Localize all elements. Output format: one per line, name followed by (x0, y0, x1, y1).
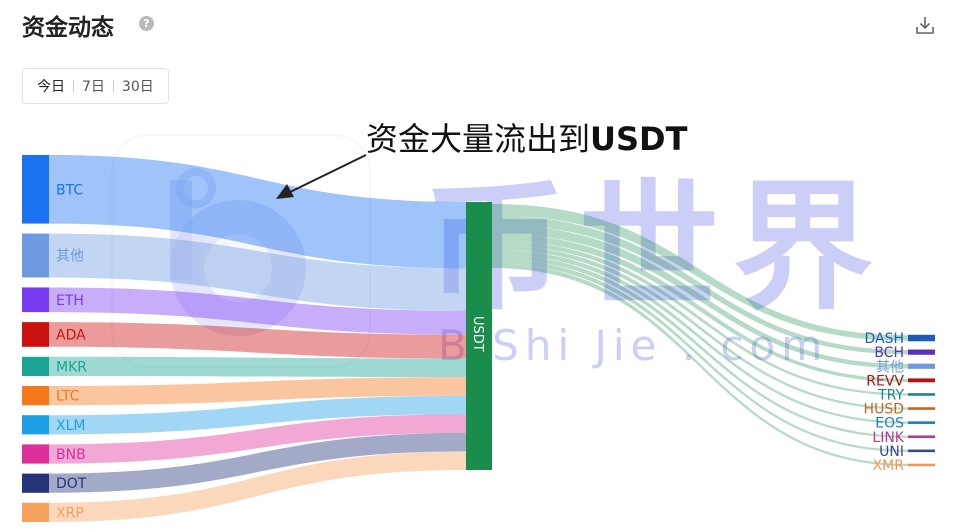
link-dot-usdt[interactable] (49, 432, 466, 493)
source-nodes: BTC 其他 ETH ADA MKR LTC XLM BNB DOT XRP (22, 155, 87, 522)
source-links (49, 155, 466, 522)
link-ada-usdt[interactable] (49, 322, 466, 359)
tab-divider (112, 80, 114, 92)
source-node-ada[interactable] (22, 322, 49, 347)
source-label-mkr: MKR (56, 359, 87, 375)
source-label-bnb: BNB (56, 447, 86, 463)
target-links (492, 204, 908, 467)
target-label-husd: HUSD (864, 402, 904, 418)
link-btc-usdt[interactable] (49, 155, 466, 269)
hub-label: USDT (470, 316, 485, 352)
target-label-link: LINK (872, 430, 904, 446)
link-bnb-usdt[interactable] (49, 414, 466, 464)
link-usdt-husd[interactable] (492, 245, 908, 410)
target-node-link[interactable] (908, 435, 935, 439)
tab-divider (73, 80, 74, 92)
target-label-uni: UNI (879, 444, 904, 460)
time-range-tabs: 今日 7日 30日 (22, 68, 169, 104)
target-label-other: 其他 (876, 359, 904, 375)
source-node-xrp[interactable] (22, 502, 49, 522)
link-usdt-try[interactable] (492, 240, 908, 396)
annotation: 资金大量流出到USDT (276, 120, 688, 199)
link-usdt-xmr[interactable] (492, 263, 908, 467)
source-node-mkr[interactable] (22, 356, 49, 377)
link-usdt-link[interactable] (492, 254, 908, 438)
source-label-ada: ADA (56, 327, 86, 343)
annotation-arrow (285, 154, 367, 195)
link-xlm-usdt[interactable] (49, 395, 466, 435)
svg-text:资金大量流出到USDT: 资金大量流出到USDT (366, 120, 688, 158)
target-node-try[interactable] (908, 393, 935, 396)
link-usdt-revv[interactable] (492, 233, 908, 382)
annotation-text: 资金大量流出到 (366, 120, 590, 158)
link-mkr-usdt[interactable] (49, 356, 466, 378)
source-node-xlm[interactable] (22, 415, 49, 435)
tab-today[interactable]: 今日 (37, 79, 65, 95)
target-label-dash: DASH (864, 331, 904, 347)
link-usdt-bch[interactable] (492, 215, 908, 355)
link-usdt-uni[interactable] (492, 258, 908, 452)
source-label-xrp: XRP (56, 505, 84, 521)
link-usdt-eos[interactable] (492, 249, 908, 424)
source-label-eth: ETH (56, 293, 84, 309)
source-node-bnb[interactable] (22, 444, 49, 464)
tab-7d[interactable]: 7日 (82, 79, 105, 95)
target-node-dash[interactable] (908, 334, 935, 342)
link-ltc-usdt[interactable] (49, 377, 466, 406)
source-label-xlm: XLM (56, 418, 85, 434)
target-label-xmr: XMR (873, 458, 905, 474)
target-node-bch[interactable] (908, 349, 935, 355)
source-label-other: 其他 (56, 249, 84, 265)
source-node-eth[interactable] (22, 287, 49, 313)
target-node-husd[interactable] (908, 407, 935, 410)
target-node-revv[interactable] (908, 378, 935, 383)
link-eth-usdt[interactable] (49, 287, 466, 335)
source-node-dot[interactable] (22, 473, 49, 493)
link-usdt-dash[interactable] (492, 204, 908, 341)
download-icon[interactable] (914, 14, 936, 36)
annotation-highlight: USDT (590, 120, 688, 158)
help-icon[interactable]: ? (139, 16, 154, 31)
target-node-eos[interactable] (908, 421, 935, 424)
target-label-try: TRY (877, 387, 904, 403)
page-title: 资金动态 (22, 15, 114, 41)
tab-30d[interactable]: 30日 (121, 79, 154, 95)
link-other-usdt[interactable] (49, 233, 466, 311)
target-label-bch: BCH (874, 345, 904, 361)
source-node-other[interactable] (22, 233, 49, 278)
target-node-other[interactable] (908, 363, 935, 369)
target-label-revv: REVV (866, 373, 904, 389)
source-label-ltc: LTC (56, 389, 80, 405)
hub-node-usdt[interactable] (466, 202, 492, 470)
target-node-xmr[interactable] (908, 463, 935, 467)
target-node-uni[interactable] (908, 449, 935, 453)
watermark-brand-cn: 币世界 (425, 167, 887, 330)
link-xrp-usdt[interactable] (49, 451, 466, 522)
source-label-btc: BTC (56, 182, 83, 198)
link-usdt-other[interactable] (492, 224, 908, 369)
watermark-brand-en: B Shi Jie . com (438, 321, 828, 370)
target-label-eos: EOS (875, 416, 904, 432)
source-node-ltc[interactable] (22, 386, 49, 406)
annotation-arrowhead (276, 184, 294, 199)
source-label-dot: DOT (56, 476, 87, 492)
watermark: 币世界 B Shi Jie . com (111, 134, 887, 370)
source-node-btc[interactable] (22, 155, 49, 224)
